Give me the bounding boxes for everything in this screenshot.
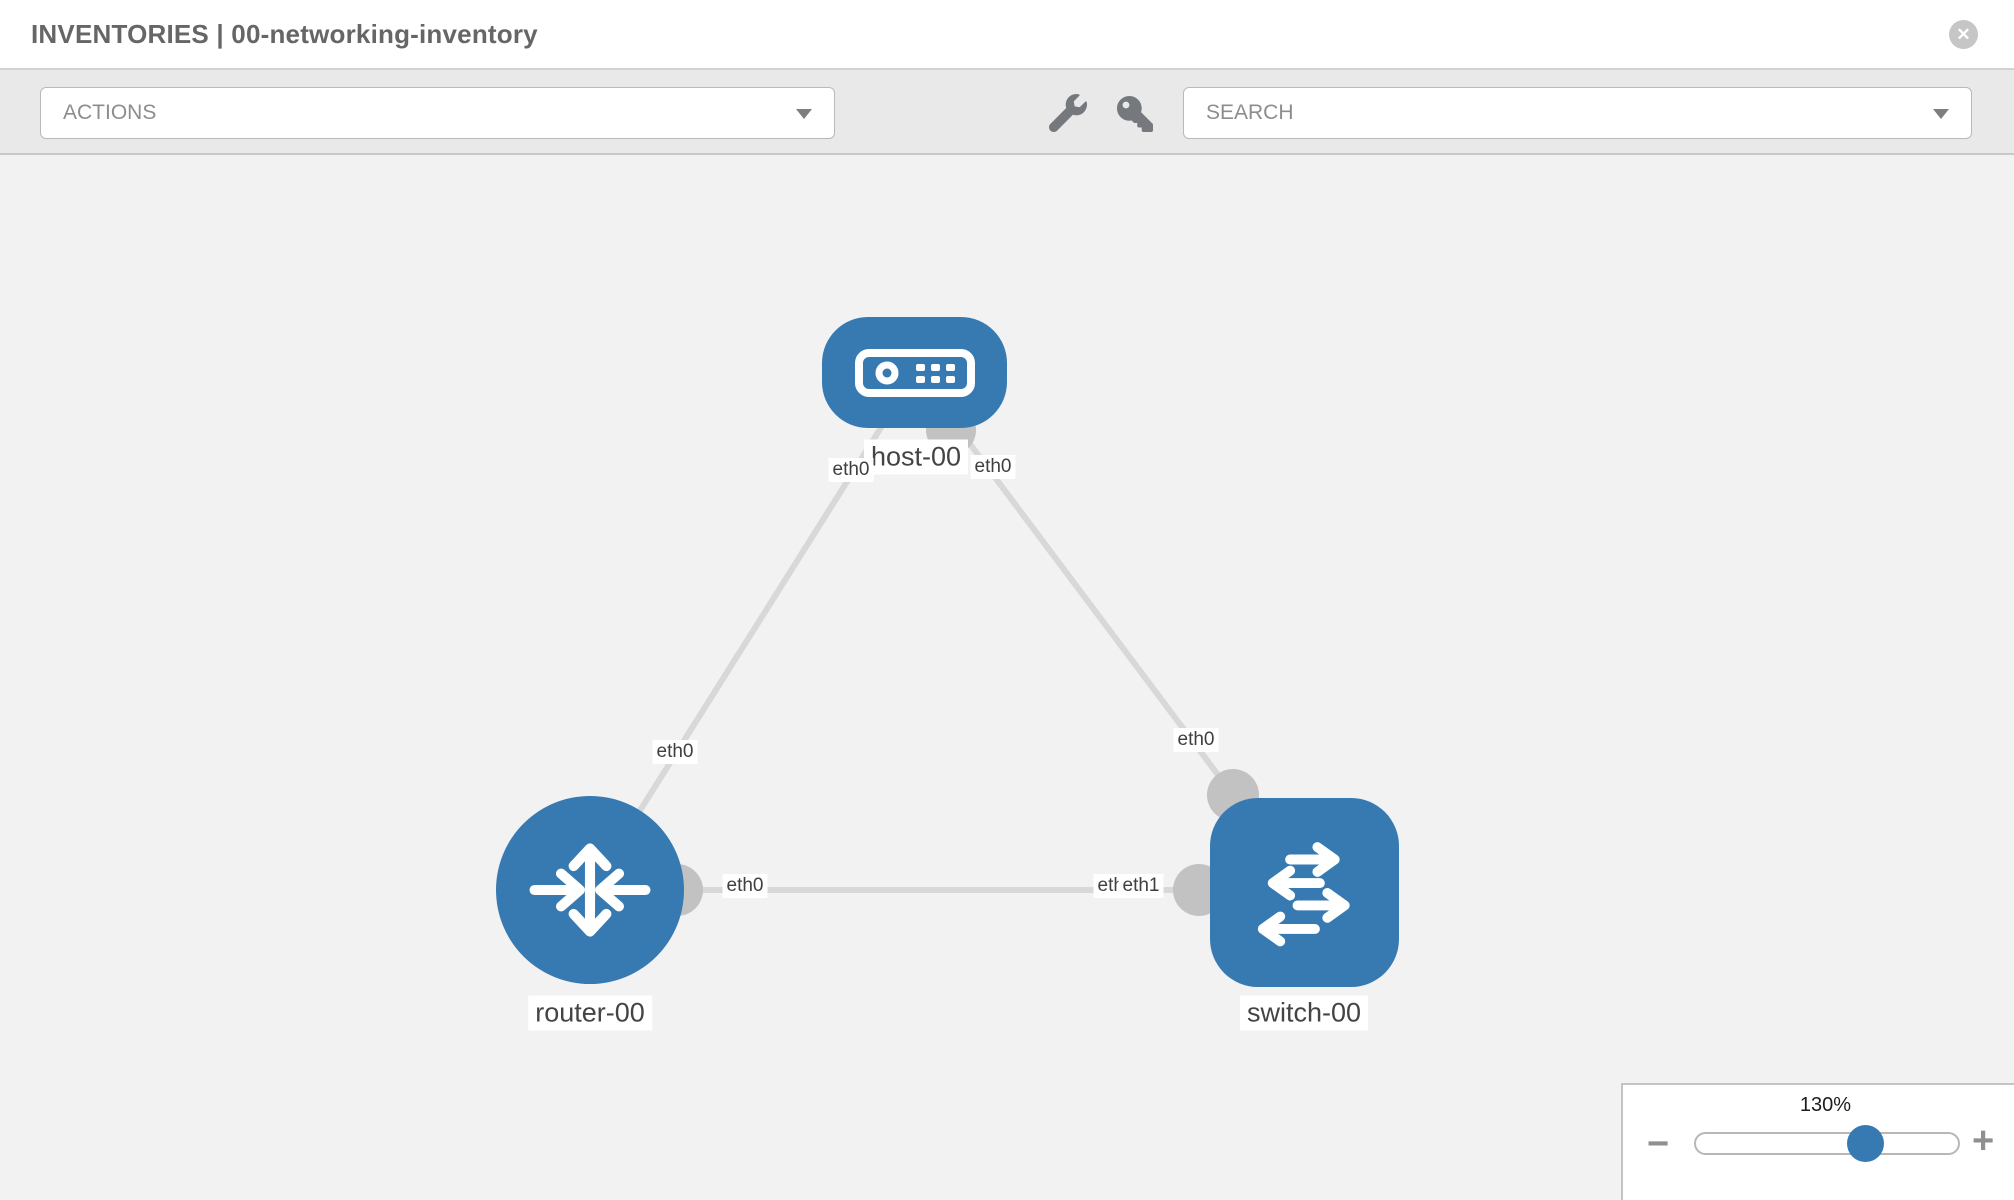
router-arrows-icon — [529, 843, 651, 937]
chevron-down-icon — [796, 109, 812, 119]
interface-label: eth0 — [828, 458, 874, 482]
node-host-00[interactable] — [822, 317, 1007, 428]
search-dropdown-label: SEARCH — [1206, 101, 1294, 124]
zoom-slider-handle[interactable] — [1847, 1125, 1884, 1162]
zoom-in-button[interactable]: + — [1972, 1120, 1995, 1162]
interface-label: eth1 — [1118, 874, 1164, 898]
page-title: INVENTORIES | 00-networking-inventory — [31, 19, 538, 49]
interface-label: eth0 — [652, 740, 698, 764]
node-label-switch-00: switch-00 — [1239, 995, 1369, 1031]
node-switch-00[interactable] — [1210, 798, 1399, 987]
key-icon[interactable] — [1117, 96, 1153, 132]
search-dropdown[interactable]: SEARCH — [1183, 87, 1972, 139]
close-icon: ✕ — [1956, 25, 1971, 44]
header: INVENTORIES | 00-networking-inventory ✕ — [0, 0, 2014, 70]
topology-canvas[interactable]: host-00 router-00 switch-00 eth0 eth0 et… — [0, 155, 2014, 1200]
interface-label: eth0 — [722, 874, 768, 898]
switch-arrows-icon — [1257, 841, 1350, 946]
interface-label: eth0 — [970, 455, 1016, 479]
toolbar: ACTIONS SEARCH — [0, 70, 2014, 155]
links-layer — [587, 370, 1259, 916]
node-router-00[interactable] — [496, 796, 684, 984]
node-label-router-00: router-00 — [528, 995, 652, 1031]
chevron-down-icon — [1933, 109, 1949, 119]
zoom-percent-value: 130% — [1799, 1094, 1852, 1116]
close-button[interactable]: ✕ — [1949, 20, 1978, 49]
actions-dropdown-label: ACTIONS — [63, 101, 157, 124]
interface-label: eth0 — [1173, 728, 1219, 752]
zoom-slider-track[interactable] — [1694, 1132, 1960, 1155]
server-icon — [854, 348, 975, 397]
zoom-control-panel: 130% − + — [1621, 1083, 2014, 1200]
wrench-icon[interactable] — [1048, 94, 1087, 133]
actions-dropdown[interactable]: ACTIONS — [40, 87, 835, 139]
zoom-out-button[interactable]: − — [1647, 1123, 1670, 1165]
node-label-host-00: host-00 — [863, 439, 969, 475]
